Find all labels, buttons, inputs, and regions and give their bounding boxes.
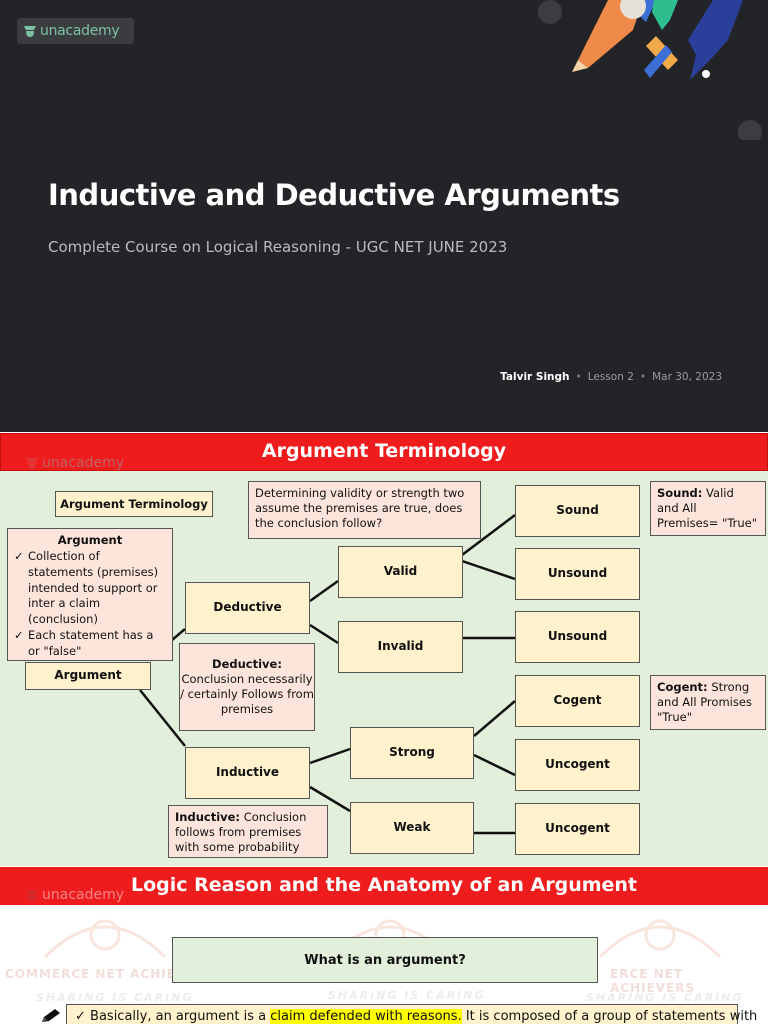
- connector-lines: [139, 514, 516, 835]
- slide-heading: Argument Terminology: [261, 440, 507, 462]
- brand-name: unacademy: [40, 23, 120, 39]
- inductive-note: Inductive: Conclusion follows from premi…: [168, 805, 328, 858]
- unsound-box: Unsound: [515, 611, 640, 663]
- lesson-date: Mar 30, 2023: [652, 371, 722, 383]
- valid-box: Valid: [338, 546, 463, 598]
- unacademy-watermark: unacademy: [25, 455, 124, 471]
- slide-header: Logic Reason and the Anatomy of an Argum…: [0, 867, 768, 905]
- check-icon: ✓: [14, 548, 24, 563]
- watermark-text: ERCE NET ACHIEVERS: [610, 967, 696, 995]
- argument-terminology-slide: Argument Terminology unacademy Argument …: [0, 433, 768, 866]
- unacademy-watermark: unacademy: [25, 887, 124, 903]
- watermark-book-icon: [43, 919, 167, 959]
- pencil-pen-decoration-icon: [538, 0, 762, 140]
- check-icon: ✓: [75, 1009, 91, 1024]
- sound-box: Sound: [515, 485, 640, 537]
- argument-point: ✓ Collection of statements (premises) in…: [14, 549, 166, 628]
- separator-dot: •: [639, 371, 647, 383]
- sound-note-text: Valid and All Premises= "True": [657, 486, 758, 530]
- argument-definition-title: Argument: [57, 533, 123, 547]
- determining-validity-note: Determining validity or strength two ass…: [248, 481, 481, 539]
- cogent-note-title: Cogent:: [657, 680, 708, 694]
- uncogent-box: Uncogent: [515, 803, 640, 855]
- unacademy-logo: unacademy: [17, 18, 134, 44]
- separator-dot: •: [575, 371, 582, 383]
- pencil-icon: [42, 1009, 60, 1022]
- uncogent-box: Uncogent: [515, 739, 640, 791]
- weak-box: Weak: [350, 802, 474, 854]
- lesson-meta: Talvir Singh • Lesson 2 • Mar 30, 2023: [500, 371, 722, 383]
- check-icon: ✓: [14, 628, 24, 643]
- lesson-title: Inductive and Deductive Arguments: [48, 178, 620, 212]
- course-subtitle: Complete Course on Logical Reasoning - U…: [48, 238, 508, 256]
- deductive-note-text: Conclusion necessarily / certainly Follo…: [180, 672, 314, 716]
- answer-text: Basically, an argument is a: [90, 1009, 271, 1024]
- argument-point: ✓ Each statement has a or "false": [14, 628, 166, 660]
- cogent-note-text: Strong and All Promises "True": [657, 680, 752, 724]
- unsound-box: Unsound: [515, 548, 640, 600]
- slide-heading: Logic Reason and the Anatomy of an Argum…: [130, 874, 638, 896]
- deductive-note-title: Deductive:: [212, 657, 282, 672]
- watermark-book-icon: [598, 919, 722, 959]
- invalid-box: Invalid: [338, 621, 463, 673]
- answer-highlight: claim defended with reasons.: [270, 1009, 462, 1024]
- unacademy-logo-icon: [26, 890, 38, 901]
- brand-name: unacademy: [42, 887, 125, 903]
- inductive-note-title: Inductive:: [175, 810, 241, 824]
- argument-root-box: Argument: [25, 662, 151, 690]
- lesson-number: Lesson 2: [587, 371, 634, 383]
- sound-note: Sound: Valid and All Premises= "True": [650, 481, 766, 536]
- argument-point-text: Collection of statements (premises) inte…: [28, 548, 159, 627]
- unacademy-logo-icon: [26, 458, 38, 469]
- anatomy-of-argument-slide: Logic Reason and the Anatomy of an Argum…: [0, 867, 768, 1024]
- question-box: What is an argument?: [172, 937, 598, 983]
- watermark-tagline: SHARING IS CARING: [328, 989, 486, 1002]
- title-slide: unacademy Inductive and Deductive Argume…: [0, 0, 768, 432]
- answer-box: ✓ Basically, an argument is a claim defe…: [66, 1004, 757, 1024]
- watermark-tagline: SHARING IS CARING: [36, 991, 194, 1004]
- strong-box: Strong: [350, 727, 474, 779]
- watermark-tagline: SHARING IS CARING: [586, 991, 744, 1004]
- cogent-box: Cogent: [515, 675, 640, 727]
- slide-header: Argument Terminology: [0, 433, 768, 471]
- inductive-box: Inductive: [185, 747, 310, 799]
- answer-text-continued: It is composed of a group of statements …: [461, 1009, 758, 1024]
- argument-terminology-box: Argument Terminology: [55, 491, 213, 517]
- cogent-note: Cogent: Strong and All Promises "True": [650, 675, 766, 730]
- argument-point-text: Each statement has a or "false": [28, 628, 154, 659]
- unacademy-logo-icon: [24, 26, 36, 37]
- deductive-box: Deductive: [185, 582, 310, 634]
- sound-note-title: Sound:: [657, 486, 703, 500]
- watermark-text: COMMERCE NET ACHIEVERS: [5, 967, 216, 981]
- argument-definition-note: Argument ✓ Collection of statements (pre…: [7, 528, 173, 661]
- author-name: Talvir Singh: [500, 371, 570, 383]
- inductive-note-text: Conclusion follows from premises with so…: [175, 810, 307, 854]
- brand-name: unacademy: [42, 455, 125, 471]
- deductive-note: Deductive: Conclusion necessarily / cert…: [179, 643, 315, 731]
